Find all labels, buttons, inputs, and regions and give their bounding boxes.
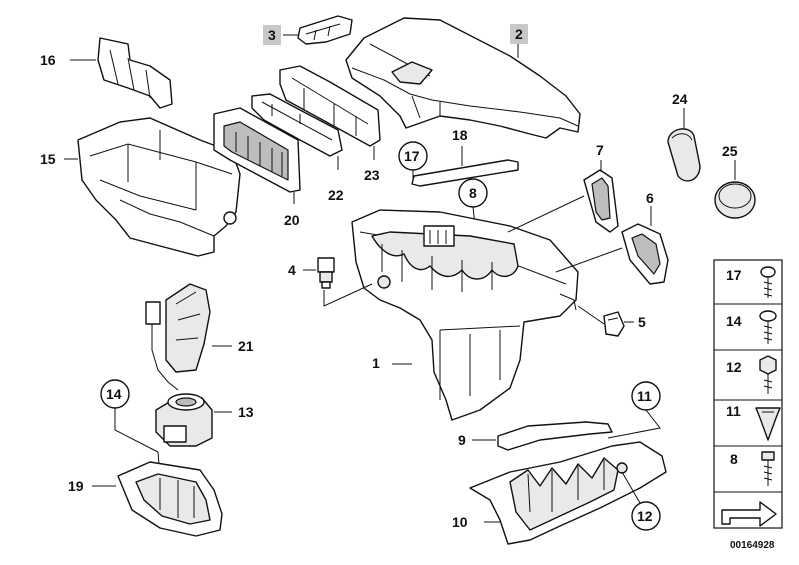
part-16-bracket <box>97 37 173 109</box>
legend-label-14: 14 <box>726 313 742 329</box>
legend-item-8: 8 <box>730 451 775 486</box>
label-3: 3 <box>268 27 276 43</box>
label-20: 20 <box>284 212 300 228</box>
legend-item-11: 11 <box>726 403 781 441</box>
label-23: 23 <box>364 167 380 183</box>
label-1: 1 <box>372 355 380 371</box>
legend-label-17: 17 <box>726 267 742 283</box>
label-14: 14 <box>106 386 122 402</box>
part-6-gasket <box>621 223 669 285</box>
label-18: 18 <box>452 127 468 143</box>
label-15: 15 <box>40 151 56 167</box>
part-23-strip <box>279 65 381 147</box>
label-8: 8 <box>469 185 477 201</box>
document-code: 00164928 <box>730 540 775 551</box>
part-20-grille <box>213 107 301 193</box>
part-21-hose <box>145 283 211 391</box>
part-18-bar <box>411 159 519 187</box>
label-16: 16 <box>40 52 56 68</box>
part-9-strip <box>497 421 613 451</box>
part-22-strip <box>251 93 343 157</box>
label-2: 2 <box>515 26 523 42</box>
label-22: 22 <box>328 187 344 203</box>
legend-label-12: 12 <box>726 359 742 375</box>
part-2-cover <box>345 17 581 139</box>
legend-item-14: 14 <box>726 310 777 344</box>
callout-12 <box>631 501 661 531</box>
next-page-arrow-icon[interactable] <box>721 501 777 527</box>
label-24: 24 <box>672 91 688 107</box>
part-3-bracket <box>297 15 353 45</box>
legend-label-8: 8 <box>730 451 738 467</box>
fastener-legend: 17 14 12 11 8 <box>713 259 783 529</box>
label-13: 13 <box>238 404 254 420</box>
label-19: 19 <box>68 478 84 494</box>
label-21: 21 <box>238 338 254 354</box>
legend-label-11: 11 <box>726 403 741 419</box>
label-11: 11 <box>637 388 652 404</box>
label-3-highlight <box>263 25 281 45</box>
part-10-tray <box>469 441 667 545</box>
label-4: 4 <box>288 262 296 278</box>
label-17: 17 <box>404 148 420 164</box>
label-25: 25 <box>722 143 738 159</box>
part-24-cap <box>667 128 701 182</box>
label-9: 9 <box>458 432 466 448</box>
part-15-housing <box>77 117 241 257</box>
part-25-cap <box>714 181 756 219</box>
label-10: 10 <box>452 514 468 530</box>
legend-item-12: 12 <box>726 355 777 394</box>
part-19-base <box>117 461 223 537</box>
part-7-gasket <box>583 169 619 233</box>
part-5-clip <box>603 311 625 337</box>
part-4-sensor <box>317 257 335 289</box>
part-1-airbox <box>351 209 579 421</box>
part-13-blower <box>155 393 213 447</box>
label-12: 12 <box>637 508 653 524</box>
legend-item-17: 17 <box>726 266 776 298</box>
label-2-highlight <box>510 24 528 44</box>
label-7: 7 <box>596 142 604 158</box>
label-6: 6 <box>646 190 654 206</box>
label-5: 5 <box>638 314 646 330</box>
